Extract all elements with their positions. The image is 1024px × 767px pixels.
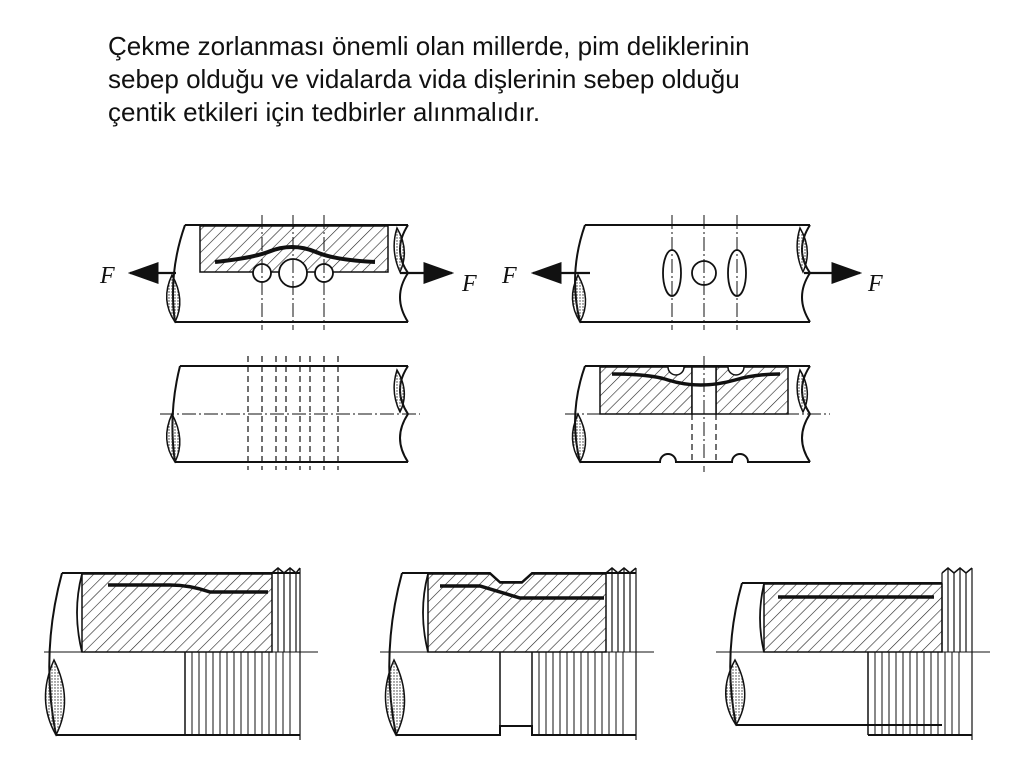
shaft-with-slotted-holes: F F [501, 215, 883, 330]
stress-flow-line [214, 245, 376, 264]
stress-flow-line [440, 584, 604, 600]
shaft-side-view-dashed [160, 356, 420, 470]
force-label: F [461, 271, 477, 297]
bolt-plain-thread-runout [44, 567, 318, 740]
force-label: F [867, 271, 883, 297]
title-line-3: çentik etkileri için tedbirler alınmalıd… [108, 97, 541, 127]
force-label: F [501, 263, 517, 289]
title-line-1: Çekme zorlanması önemli olan millerde, p… [108, 31, 750, 61]
shaft-with-relief-grooves [565, 356, 830, 472]
force-label: F [99, 263, 115, 289]
bolt-with-undercut [380, 567, 654, 740]
stress-flow-line [611, 372, 781, 387]
shaft-with-pin-holes: F F [99, 215, 477, 330]
break-edge-stipple [166, 273, 181, 324]
slide-title: Çekme zorlanması önemli olan millerde, p… [108, 30, 988, 129]
stress-flow-line [108, 583, 268, 594]
bolt-waisted-shank [716, 567, 990, 740]
break-edge-stipple [44, 658, 66, 737]
title-line-2: sebep olduğu ve vidalarda vida dişlerini… [108, 64, 740, 94]
